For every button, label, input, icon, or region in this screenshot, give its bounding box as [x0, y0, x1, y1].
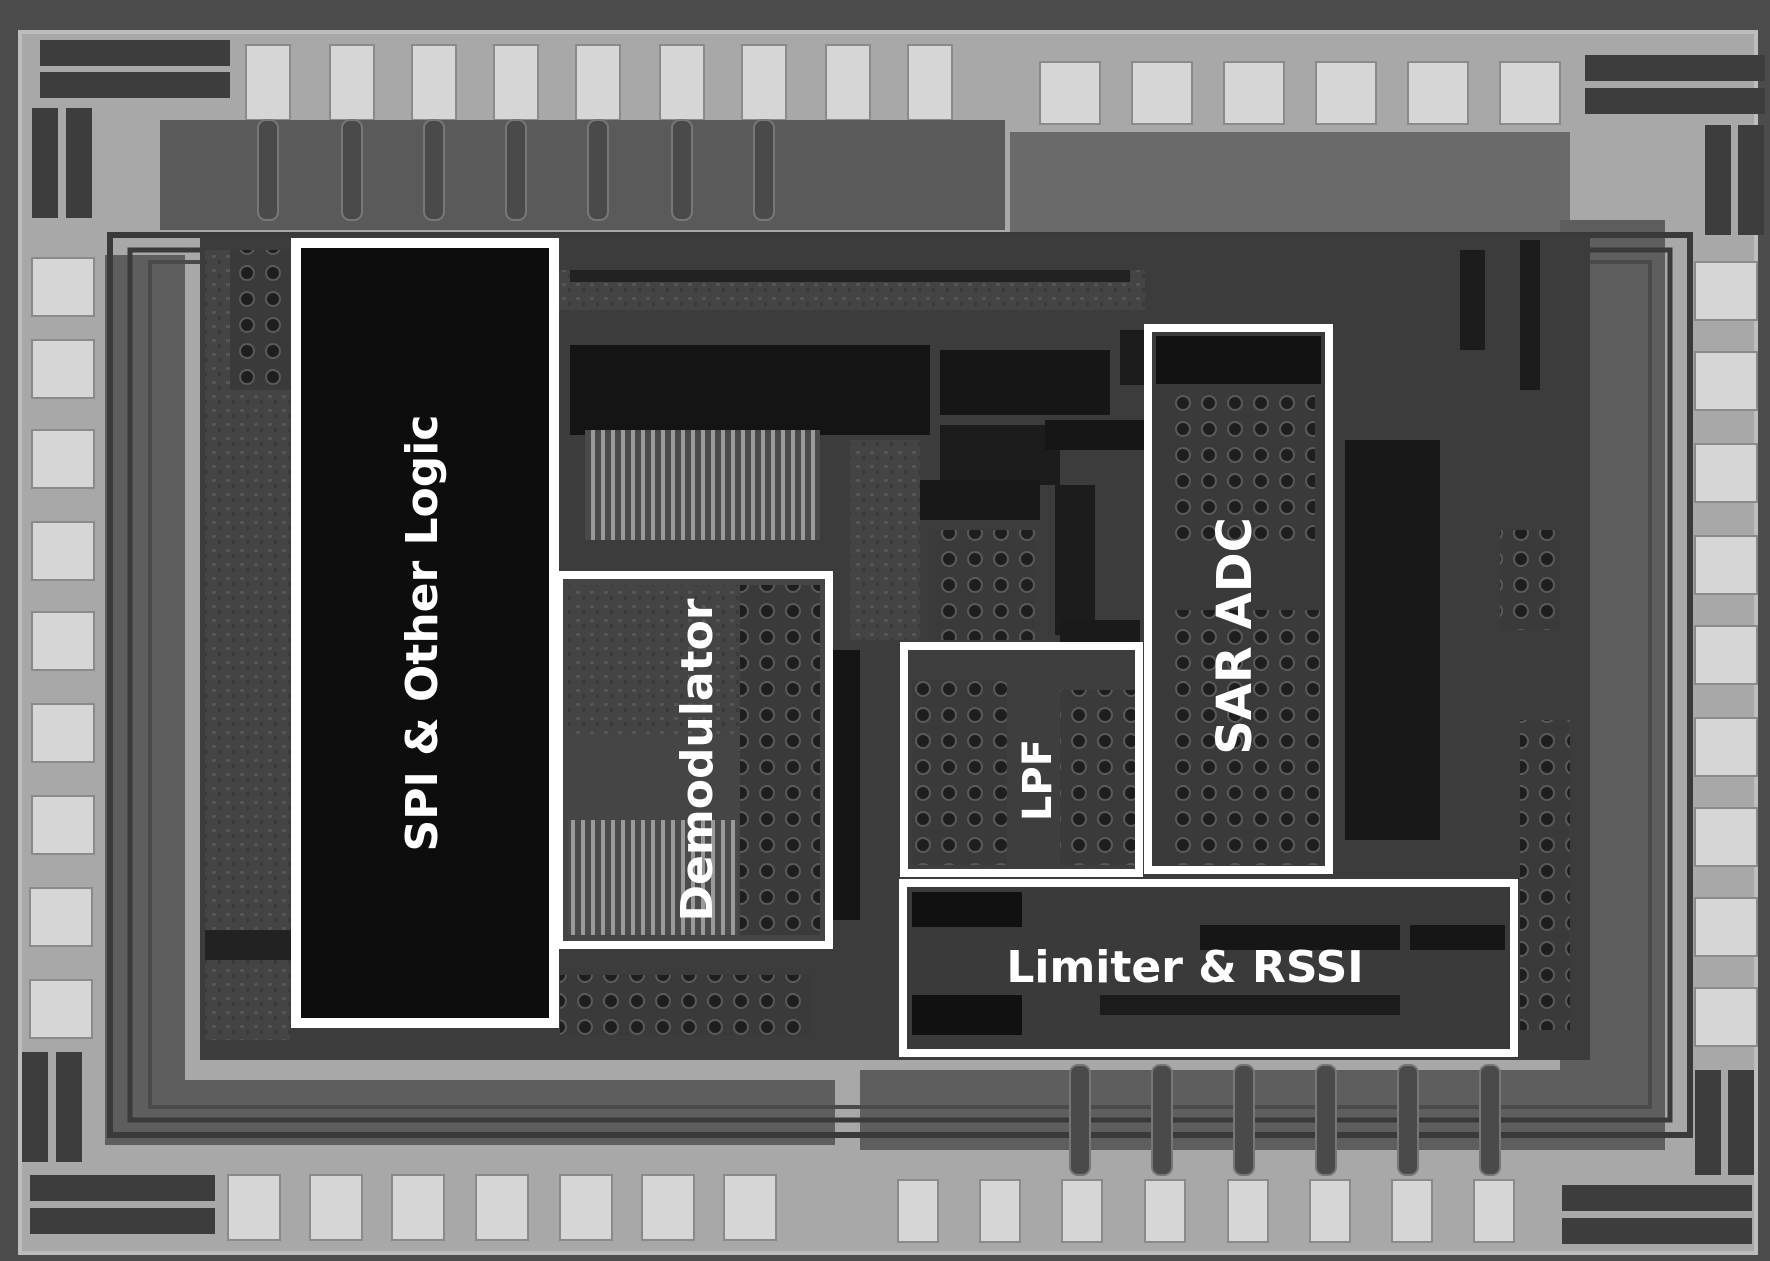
block-limiter-rssi: Limiter & RSSI — [899, 879, 1518, 1057]
block-label-sar-adc: SAR ADC — [1207, 517, 1263, 755]
block-spi-logic: SPI & Other Logic — [291, 238, 559, 1028]
block-label-demodulator: Demodulator — [672, 598, 723, 921]
block-sar-adc: SAR ADC — [1144, 324, 1333, 874]
block-lpf: LPF — [900, 642, 1143, 877]
block-label-limiter-rssi: Limiter & RSSI — [1006, 942, 1363, 993]
bond-pads — [29, 44, 1758, 1243]
block-demodulator: Demodulator — [555, 571, 833, 949]
block-label-spi-logic: SPI & Other Logic — [397, 415, 448, 852]
pad-fingers — [257, 119, 1501, 1176]
corner-bars — [22, 40, 1765, 1244]
block-label-lpf: LPF — [1015, 739, 1061, 821]
